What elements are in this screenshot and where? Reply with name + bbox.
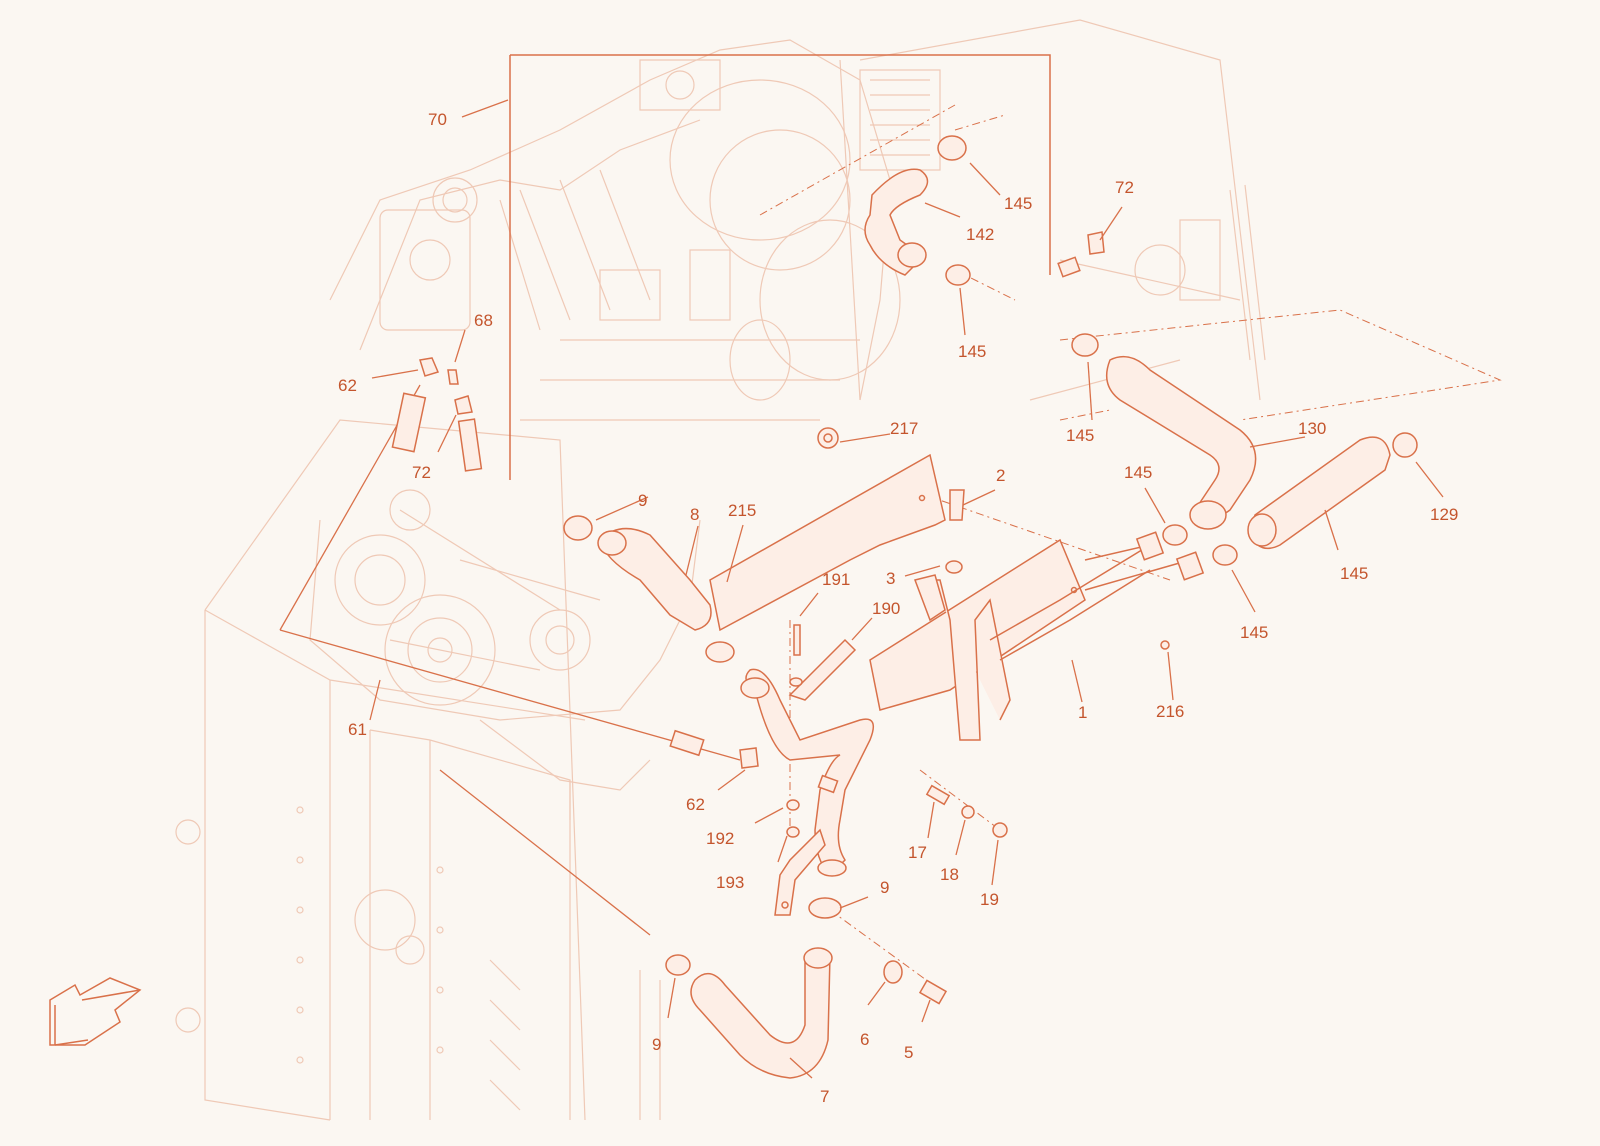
callout-7: 7 [820, 1087, 829, 1106]
hose-130 [1105, 355, 1257, 530]
callout-6: 6 [860, 1030, 869, 1049]
callout-145: 129 [1430, 505, 1458, 524]
callout-labels: 70 68 62 72 72 217 145 142 145 145 130 1… [338, 110, 1458, 1106]
callout-145: 145 [1124, 463, 1152, 482]
callout-191: 191 [822, 570, 850, 589]
callout-8: 8 [690, 505, 699, 524]
callout-72: 72 [1115, 178, 1134, 197]
callout-3: 3 [886, 569, 895, 588]
callout-5: 5 [904, 1043, 913, 1062]
callout-leaders [371, 99, 1444, 1079]
bracket-215 [709, 453, 946, 632]
lower-tube [740, 668, 875, 877]
callout-18: 18 [940, 865, 959, 884]
front-direction-arrow-icon [49, 977, 142, 1046]
callout-145: 145 [1240, 623, 1268, 642]
engine-block-background [309, 19, 1266, 791]
chassis-frame-background [175, 419, 661, 1121]
callout-142: 142 [966, 225, 994, 244]
callout-61: 61 [348, 720, 367, 739]
callout-130: 130 [1298, 419, 1326, 438]
callout-62: 62 [686, 795, 705, 814]
callout-1: 1 [1078, 703, 1087, 722]
callout-129: 145 [1340, 564, 1368, 583]
callout-70: 70 [428, 110, 447, 129]
assembly-center-lines [759, 104, 1502, 991]
hose-142 [864, 168, 929, 276]
hose-clamps [563, 135, 1418, 976]
callout-2: 2 [996, 466, 1005, 485]
callout-217: 217 [890, 419, 918, 438]
callout-68: 68 [474, 311, 493, 330]
callout-72: 72 [412, 463, 431, 482]
callout-9: 9 [880, 878, 889, 897]
callout-215: 215 [728, 501, 756, 520]
callout-145: 145 [958, 342, 986, 361]
engine-assembly-boundary [509, 54, 1051, 480]
hose-8 [597, 527, 712, 631]
callout-193: 193 [716, 873, 744, 892]
tube-assembly-1 [869, 531, 1205, 741]
callout-62: 62 [338, 376, 357, 395]
small-fittings [391, 231, 1170, 1005]
bracket-lower [774, 828, 826, 916]
callout-145: 145 [1066, 426, 1094, 445]
bracket-190 [788, 638, 857, 701]
callout-9: 9 [638, 491, 647, 510]
callout-192: 192 [706, 829, 734, 848]
callout-19: 19 [980, 890, 999, 909]
callout-190: 190 [872, 599, 900, 618]
callout-216: 216 [1156, 702, 1184, 721]
callout-145: 145 [1004, 194, 1032, 213]
hose-7 [690, 947, 833, 1079]
hose-129 [1247, 436, 1391, 550]
callout-9: 9 [652, 1035, 661, 1054]
callout-17: 17 [908, 843, 927, 862]
